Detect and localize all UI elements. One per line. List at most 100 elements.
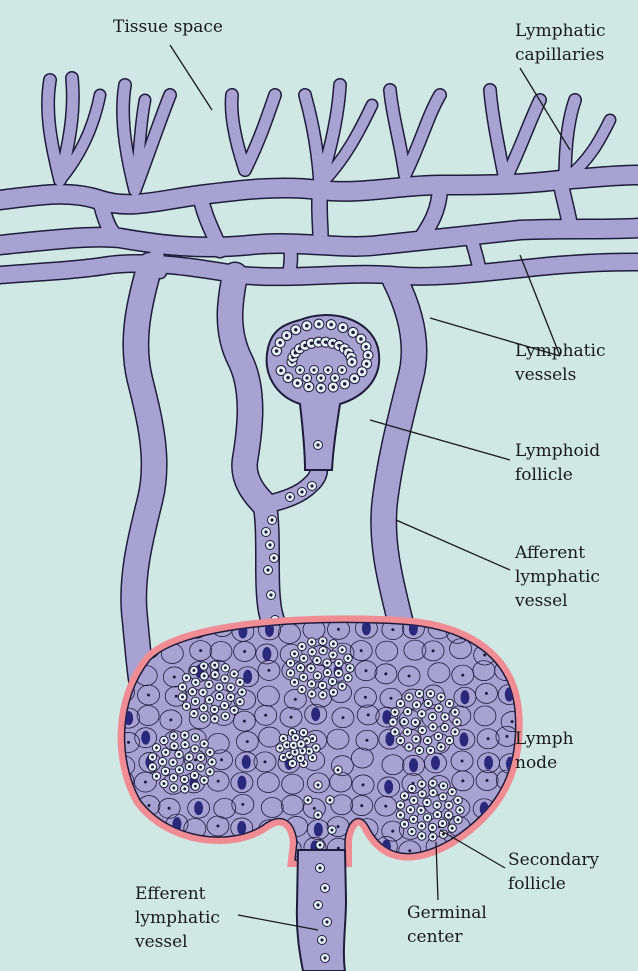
follicle-cell <box>276 366 286 376</box>
follicle-lymphocyte <box>319 646 327 654</box>
follicle-lymphocyte <box>444 811 452 819</box>
dark-nucleus <box>194 801 203 815</box>
lymph-node-structure <box>112 617 523 864</box>
follicle-lymphocyte <box>160 736 168 744</box>
follicle-lymphocyte <box>418 710 426 718</box>
follicle-lymphocyte <box>319 637 327 645</box>
follicle-lymphocyte <box>415 746 423 754</box>
follicle-lymphocyte <box>215 683 223 691</box>
follicle-lymphocyte <box>200 776 208 784</box>
follicle-cell <box>347 357 357 367</box>
follicle-lymphocyte <box>429 788 437 796</box>
follicle-lymphocyte <box>181 740 189 748</box>
follicle-lymphocyte <box>199 704 207 712</box>
follicle-lymphocyte <box>182 702 190 710</box>
dark-nucleus <box>484 756 493 770</box>
follicle-lymphocyte <box>329 651 337 659</box>
follicle-lymphocyte <box>206 768 214 776</box>
follicle-lymphocyte <box>192 678 200 686</box>
follicle-lymphocyte <box>323 668 331 676</box>
follicle-lymphocyte <box>328 677 336 685</box>
follicle-lymphocyte <box>200 714 208 722</box>
label-lymph-node-line2: node <box>515 753 557 773</box>
follicle-lymphocyte <box>169 774 177 782</box>
label-lymphatic-capillaries-line1: Lymphatic <box>515 21 605 41</box>
follicle-lymphocyte <box>418 790 426 798</box>
follicle-lymphocyte <box>429 833 437 841</box>
label-efferent-line1: Efferent <box>135 884 206 904</box>
follicle-cell <box>282 330 292 340</box>
follicle-lymphocyte <box>200 740 208 748</box>
follicle-lymphocyte <box>296 664 304 672</box>
follicle-lymphocyte <box>434 732 442 740</box>
follicle-lymphocyte <box>433 810 441 818</box>
follicle-lymphocyte <box>418 780 426 788</box>
medullary-cell <box>304 796 312 804</box>
follicle-lymphocyte <box>391 708 399 716</box>
follicle-cell <box>291 325 301 335</box>
follicle-lymphocyte <box>221 712 229 720</box>
follicle-lymphocyte <box>230 670 238 678</box>
follicle-lymphocyte <box>417 822 425 830</box>
follicle-lymphocyte <box>408 784 416 792</box>
dark-nucleus <box>237 821 246 835</box>
follicle-lymphocyte <box>418 726 426 734</box>
follicle-lymphocyte <box>308 690 316 698</box>
follicle-cell <box>310 366 319 375</box>
follicle-lymphocyte <box>406 806 414 814</box>
medullary-cell <box>316 841 324 849</box>
follicle-lymphocyte <box>400 792 408 800</box>
follicle-lymphocyte <box>448 824 456 832</box>
follicle-lymphocyte <box>175 766 183 774</box>
dark-nucleus <box>311 707 320 721</box>
vessel-cell <box>270 554 279 563</box>
medullary-cell <box>314 781 322 789</box>
follicle-lymphocyte <box>211 670 219 678</box>
follicle-lymphocyte <box>308 648 316 656</box>
follicle-lymphocyte <box>170 732 178 740</box>
follicle-lymphocyte <box>190 771 198 779</box>
follicle-cell <box>338 366 347 375</box>
vessel-cell <box>286 493 295 502</box>
follicle-lymphocyte <box>344 674 352 682</box>
follicle-lymphocyte <box>170 784 178 792</box>
efferent-cell <box>314 901 323 910</box>
follicle-cell <box>316 383 326 393</box>
follicle-lymphocyte <box>238 688 246 696</box>
follicle-lymphocyte <box>289 741 297 749</box>
label-lymphatic-vessels-line1: Lymphatic <box>515 341 605 361</box>
label-germinal-center-line2: center <box>407 927 463 947</box>
follicle-lymphocyte <box>400 718 408 726</box>
dark-nucleus <box>314 823 323 837</box>
follicle-lymphocyte <box>396 736 404 744</box>
follicle-lymphocyte <box>441 713 449 721</box>
follicle-lymphocyte <box>403 728 411 736</box>
follicle-lymphocyte <box>211 661 219 669</box>
vessel-segment-26 <box>288 245 291 278</box>
follicle-lymphocyte <box>221 675 229 683</box>
follicle-lymphocyte <box>403 707 411 715</box>
label-secondary-follicle-line2: follicle <box>508 874 566 894</box>
follicle-lymphocyte <box>405 693 413 701</box>
follicle-lymphocyte <box>313 656 321 664</box>
follicle-lymphocyte <box>158 758 166 766</box>
label-afferent-line2: lymphatic <box>515 567 600 587</box>
follicle-cell <box>293 378 303 388</box>
follicle-lymphocyte <box>226 693 234 701</box>
label-efferent-line3: vessel <box>134 932 188 952</box>
follicle-cell <box>317 374 326 383</box>
follicle-lymphocyte <box>178 683 186 691</box>
follicle-lymphocyte <box>417 806 425 814</box>
follicle-lymphocyte <box>453 718 461 726</box>
follicle-lymphocyte <box>396 801 404 809</box>
follicle-lymphocyte <box>208 758 216 766</box>
vessel-cell <box>266 541 275 550</box>
follicle-lymphocyte <box>200 662 208 670</box>
label-efferent-line2: lymphatic <box>135 908 220 928</box>
follicle-lymphocyte <box>162 748 170 756</box>
label-secondary-follicle-line1: Secondary <box>508 850 600 870</box>
follicle-lymphocyte <box>308 638 316 646</box>
follicle-lymphocyte <box>334 669 342 677</box>
